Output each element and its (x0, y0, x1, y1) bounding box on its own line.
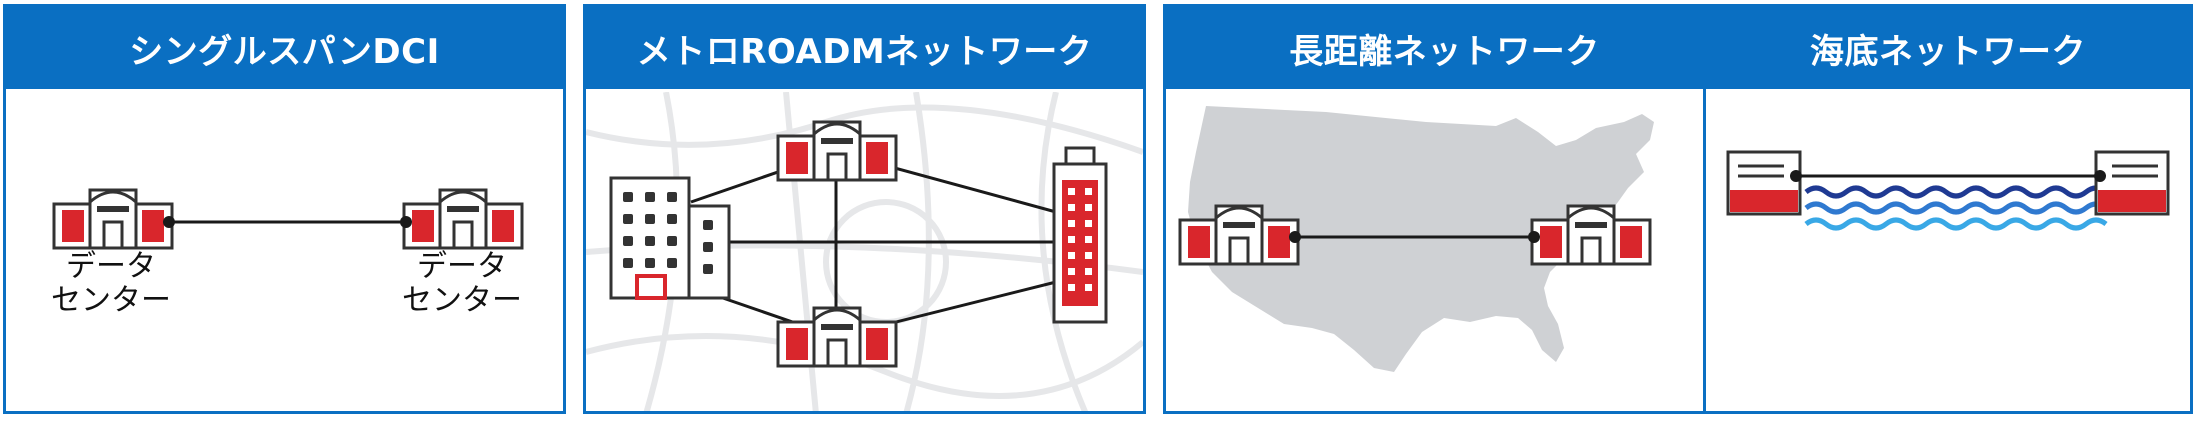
data-center-label-left: データ センター (51, 249, 171, 318)
panel-submarine: 海底ネットワーク (1703, 4, 2193, 414)
long-haul-node-east (1528, 231, 1540, 243)
panel-title: 海底ネットワーク (1706, 7, 2190, 89)
panel-body (1166, 92, 1723, 411)
data-center-icon-left (52, 188, 174, 250)
submarine-node-left (1790, 170, 1802, 182)
landing-station-icon-right (2094, 150, 2170, 216)
ocean-waves (1804, 185, 2108, 231)
panel-single-span-dci: シングルスパンDCI (3, 4, 566, 414)
panel-long-haul: 長距離ネットワーク (1163, 4, 1726, 414)
data-center-icon-right (402, 188, 524, 250)
data-center-icon-west (1178, 204, 1300, 266)
data-center-icon-bottom (776, 306, 898, 368)
panel-metro-roadm: メトロROADMネットワーク (583, 4, 1146, 414)
panel-title: シングルスパンDCI (6, 7, 563, 89)
panel-title: 長距離ネットワーク (1166, 7, 1723, 89)
tower-building-icon (1052, 146, 1108, 324)
dci-node-left (163, 216, 175, 228)
panel-body: データ センター データ センター (6, 92, 563, 411)
office-building-icon (609, 176, 731, 300)
metro-diagram (586, 92, 1143, 411)
panel-title: メトロROADMネットワーク (586, 7, 1143, 89)
dci-diagram (52, 188, 524, 250)
landing-station-icon-left (1726, 150, 1802, 216)
dci-node-right (400, 216, 412, 228)
submarine-node-right (2094, 170, 2106, 182)
us-map-shape (1188, 106, 1654, 372)
data-center-icon-top (776, 120, 898, 182)
long-haul-node-west (1289, 231, 1301, 243)
long-haul-diagram (1178, 106, 1654, 372)
submarine-diagram (1726, 150, 2170, 231)
panel-body (586, 92, 1143, 411)
panel-body (1706, 92, 2190, 411)
data-center-label-right: データ センター (402, 249, 522, 318)
